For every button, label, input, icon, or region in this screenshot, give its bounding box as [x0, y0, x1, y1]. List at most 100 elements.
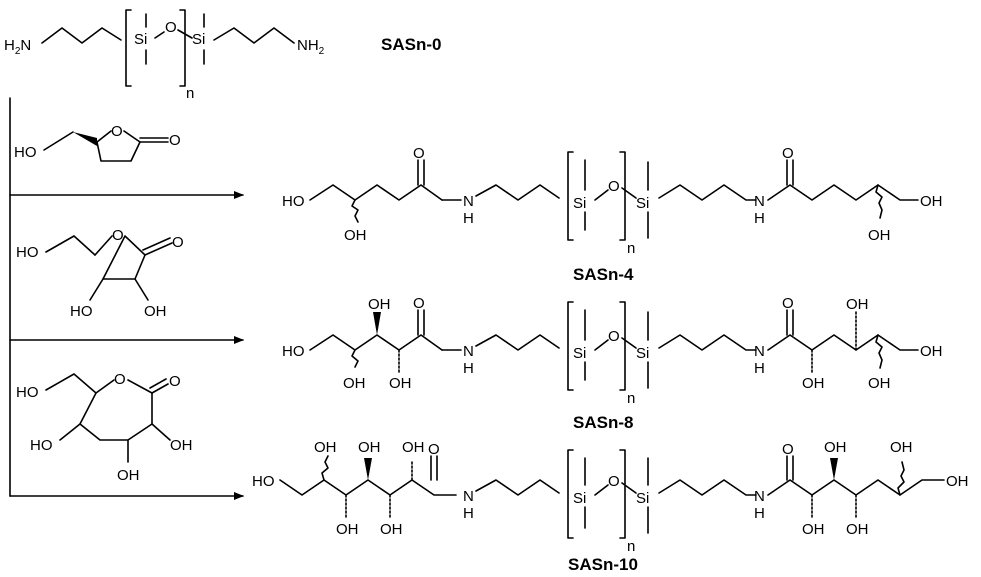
- sasn10-structure: HO OH OH OH OH OH O N H Si O n Si N H O …: [252, 439, 969, 574]
- sasn8-oh-bottom-4: OH: [868, 375, 891, 392]
- sasn10-oh-top-2: OH: [358, 439, 381, 456]
- sasn4-oh-right: OH: [868, 227, 891, 244]
- sasn0-right-bracket: [179, 9, 186, 87]
- reagent2-carbonyl: [142, 237, 173, 256]
- sasn0-o-si-bond: [177, 29, 193, 39]
- reagent3-ho-left: HO: [30, 437, 53, 454]
- sasn8-oh-end: OH: [920, 343, 943, 360]
- sasn10-oh-top-5: OH: [890, 439, 913, 456]
- sasn4-right-wavy: [875, 184, 883, 219]
- sasn10-si-right: Si: [636, 490, 649, 507]
- reagent1-carbonyl-o: O: [169, 132, 181, 149]
- reagent1-ring-o: O: [111, 123, 123, 140]
- reagent-gluconolactone: HO O O HO OH OH: [16, 371, 193, 484]
- reagent3-carbonyl: [149, 378, 169, 394]
- sasn8-left-wavy: [351, 349, 359, 368]
- sasn8-left-n: N: [463, 343, 474, 360]
- reagent3-oh-bottom: OH: [117, 467, 140, 484]
- nh2-label: NH2: [297, 37, 325, 57]
- reagent3-ho-top: HO: [16, 384, 39, 401]
- reagent-ribonolactone: HO O O HO OH: [16, 227, 184, 320]
- sasn4-left-backbone: [309, 184, 443, 201]
- sasn4-n-label: n: [627, 240, 635, 257]
- sasn8-oh-bottom-1: OH: [343, 375, 366, 392]
- reagent2-ch2-bond: [45, 235, 96, 256]
- sasn8-left-linker: [441, 334, 560, 351]
- sasn4-si-o: [594, 189, 609, 201]
- sasn10-label: SASn-10: [568, 555, 638, 574]
- sasn8-o-si: [621, 337, 637, 349]
- sasn10-right-carbonyl: [786, 455, 794, 481]
- sasn10-ho-left: HO: [252, 473, 275, 490]
- sasn8-oh-bottom-2: OH: [389, 375, 412, 392]
- sasn8-left-bracket: [567, 301, 574, 391]
- sasn8-ho-left: HO: [282, 343, 305, 360]
- sasn0-si-left: Si: [134, 31, 147, 48]
- sasn10-left-carbonyl: [430, 455, 438, 481]
- sasn4-right-h: H: [754, 210, 765, 227]
- sasn8-n-label: n: [627, 390, 635, 407]
- sasn8-right-backbone: [767, 334, 919, 351]
- sasn10-left-wavy: [321, 455, 329, 481]
- sasn10-right-hash: [811, 494, 857, 518]
- sasn4-o: O: [608, 178, 620, 195]
- sasn10-right-linker: [658, 479, 757, 496]
- sasn10-left-hash: [345, 459, 413, 518]
- sasn8-right-bracket: [619, 301, 626, 391]
- sasn0-right-chain: [213, 27, 295, 44]
- reagent2-oh-bonds: [89, 278, 149, 301]
- sasn10-left-carbonyl-o: O: [428, 441, 440, 458]
- sasn8-si-o: [594, 339, 609, 351]
- sasn4-right-bracket: [619, 151, 626, 241]
- sasn4-left-bracket: [567, 151, 574, 241]
- sasn4-left-wavy: [351, 199, 359, 223]
- reaction-arrows: [9, 97, 244, 500]
- reagent3-carbonyl-o: O: [169, 373, 181, 390]
- sasn10-right-carbonyl-o: O: [782, 441, 794, 458]
- sasn4-left-n: N: [463, 193, 474, 210]
- sasn0-o: O: [165, 19, 177, 36]
- sasn10-right-n: N: [754, 488, 765, 505]
- sasn0-left-bracket: [125, 9, 132, 87]
- sasn10-si-left: Si: [573, 490, 586, 507]
- reagent3-oh-bonds: [59, 423, 171, 463]
- sasn8-left-backbone: [309, 334, 443, 351]
- h2n-label: H2N: [4, 37, 31, 57]
- sasn10-oh-bottom-4: OH: [846, 521, 869, 538]
- sasn4-oh-left: OH: [344, 227, 367, 244]
- sasn4-si-right: Si: [636, 195, 649, 212]
- sasn8-o: O: [608, 328, 620, 345]
- reagent2-ring-o: O: [112, 227, 124, 244]
- sasn8-right-carbonyl: [786, 309, 794, 336]
- sasn8-right-n: N: [754, 343, 765, 360]
- sasn0-label: SASn-0: [381, 35, 441, 54]
- sasn4-right-linker: [658, 184, 757, 201]
- sasn10-right-bracket: [619, 449, 626, 539]
- sasn10-oh-top-1: OH: [314, 439, 337, 456]
- sasn4-o-si: [621, 187, 637, 199]
- sasn10-oh-top-3: OH: [402, 439, 425, 456]
- reagent-hydroxymethyl-butyrolactone: HO O O: [14, 123, 181, 162]
- sasn10-oh-end: OH: [946, 473, 969, 490]
- reagent2-ho-top: HO: [16, 244, 39, 261]
- reagent3-oh-right: OH: [170, 437, 193, 454]
- sasn0-structure: H2N Si O n Si NH2 SASn-0: [4, 9, 441, 102]
- sasn10-oh-bottom-1: OH: [336, 521, 359, 538]
- sasn10-left-bracket: [567, 449, 574, 539]
- sasn10-right-wedge: [830, 458, 838, 480]
- sasn10-left-n: N: [463, 488, 474, 505]
- sasn4-right-backbone: [767, 184, 919, 201]
- sasn10-right-backbone: [767, 479, 945, 496]
- reagent3-ch2-bond: [45, 373, 97, 394]
- sasn4-oh-end: OH: [920, 193, 943, 210]
- sasn8-left-wedge-1: [373, 312, 381, 335]
- reagent1-ch2-bond: [43, 131, 74, 151]
- reagent2-ho-bottom: HO: [70, 303, 93, 320]
- reagent2-oh-bottom: OH: [144, 303, 167, 320]
- sasn4-left-carbonyl: [417, 159, 425, 186]
- sasn8-label: SASn-8: [573, 413, 633, 432]
- sasn10-o: O: [608, 473, 620, 490]
- sasn10-si-o: [594, 484, 609, 496]
- sasn4-right-carbonyl-o: O: [782, 145, 794, 162]
